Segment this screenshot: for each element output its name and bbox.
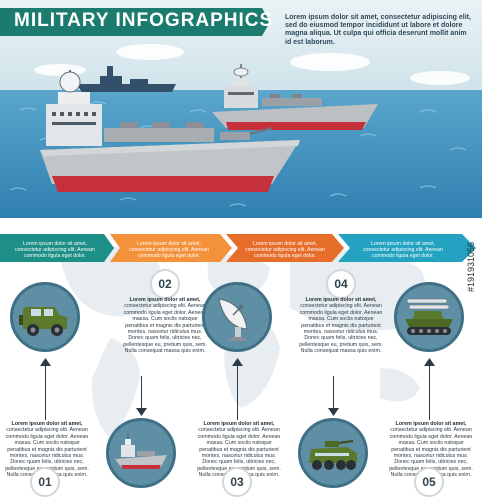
step-4-arrowhead-icon <box>328 408 339 416</box>
step-3-connector <box>237 362 238 420</box>
step-4-body: consectetur adipiscing elit. Aenean comm… <box>299 303 383 355</box>
step-2-arrowhead-icon <box>136 408 147 416</box>
step-3-circle <box>202 282 272 352</box>
step-1-connector <box>45 362 46 420</box>
step-2-circle <box>106 418 176 488</box>
step-2-text: Lorem ipsum dolor sit amet, consectetur … <box>122 297 208 355</box>
step-1-heading: Lorem ipsum dolor sit amet, <box>11 421 83 427</box>
arrow-1-text: Lorem ipsum dolor sit amet, consectetur … <box>15 241 95 259</box>
step-4-circle <box>298 418 368 488</box>
step-4-heading: Lorem ipsum dolor sit amet, <box>305 297 377 303</box>
page-title: MILITARY INFOGRAPHICS <box>14 10 274 31</box>
step-2-heading: Lorem ipsum dolor sit amet, <box>129 297 201 303</box>
step-4-number: 04 <box>326 269 356 299</box>
step-5-arrowhead-icon <box>424 358 435 366</box>
step-1-number: 01 <box>30 467 60 497</box>
step-3-heading: Lorem ipsum dolor sit amet, <box>203 421 275 427</box>
jeep-icon <box>19 307 67 336</box>
distant-ship-icon <box>76 66 176 92</box>
arrow-4-text: Lorem ipsum dolor sit amet, consectetur … <box>363 241 443 259</box>
step-4-connector <box>333 376 334 410</box>
step-1-circle <box>10 282 80 352</box>
step-5-connector <box>429 362 430 420</box>
step-3-arrowhead-icon <box>232 358 243 366</box>
title-banner <box>0 8 270 36</box>
step-5-circle <box>394 282 464 352</box>
timeline-arrows <box>0 234 476 262</box>
stock-id-watermark: #191931056 <box>466 241 476 292</box>
step-1-arrowhead-icon <box>40 358 51 366</box>
step-2-body: consectetur adipiscing elit. Aenean comm… <box>123 303 207 355</box>
step-3-number: 03 <box>222 467 252 497</box>
step-2-number: 02 <box>150 269 180 299</box>
mid-ship-icon <box>212 64 378 130</box>
arrow-3-text: Lorem ipsum dolor sit amet, consectetur … <box>245 241 325 259</box>
arrow-2-text: Lorem ipsum dolor sit amet, consectetur … <box>129 241 209 259</box>
warship-icon <box>115 433 167 469</box>
step-5-heading: Lorem ipsum dolor sit amet, <box>395 421 467 427</box>
intro-text: Lorem ipsum dolor sit amet, consectetur … <box>285 14 471 46</box>
step-5-number: 05 <box>414 467 444 497</box>
step-2-connector <box>141 376 142 410</box>
main-ship-icon <box>40 70 300 192</box>
armored-vehicle-icon <box>309 440 357 470</box>
missile-launcher-icon <box>405 298 453 335</box>
radar-dish-icon <box>218 298 248 341</box>
step-4-text: Lorem ipsum dolor sit amet, consectetur … <box>298 297 384 355</box>
